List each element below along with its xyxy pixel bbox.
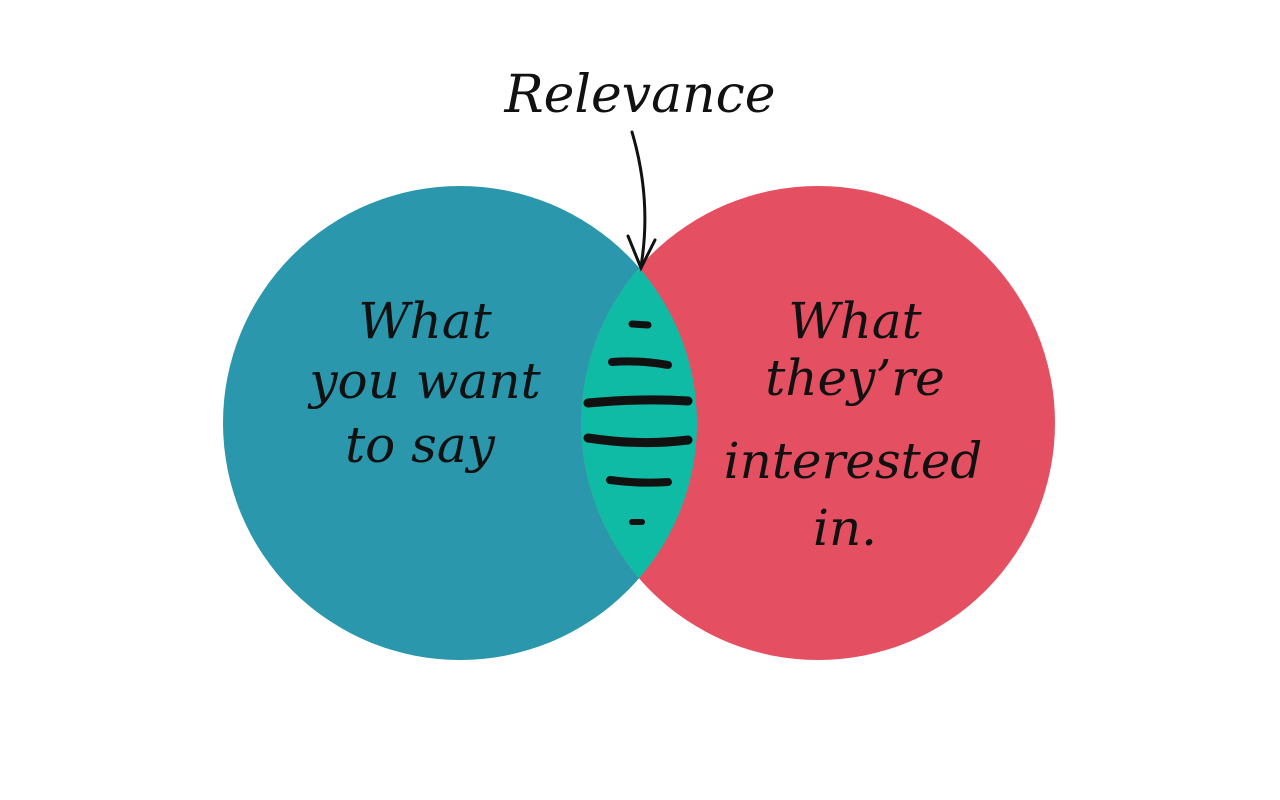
right-circle	[581, 186, 1055, 660]
overlap-stripes	[583, 320, 693, 525]
right-line: What	[788, 292, 922, 350]
left-line: you want	[307, 352, 541, 410]
right-line: they’re	[765, 349, 945, 407]
arrow-icon	[626, 130, 657, 272]
right-circle-label: What they’re interested in.	[724, 292, 983, 557]
right-line: in.	[813, 499, 877, 557]
relevance-label: Relevance	[503, 65, 775, 125]
right-line: interested	[724, 432, 983, 490]
left-circle	[223, 186, 697, 660]
left-line: to say	[345, 416, 496, 474]
left-circle-label: What you want to say	[307, 292, 541, 474]
left-line: What	[358, 292, 492, 350]
